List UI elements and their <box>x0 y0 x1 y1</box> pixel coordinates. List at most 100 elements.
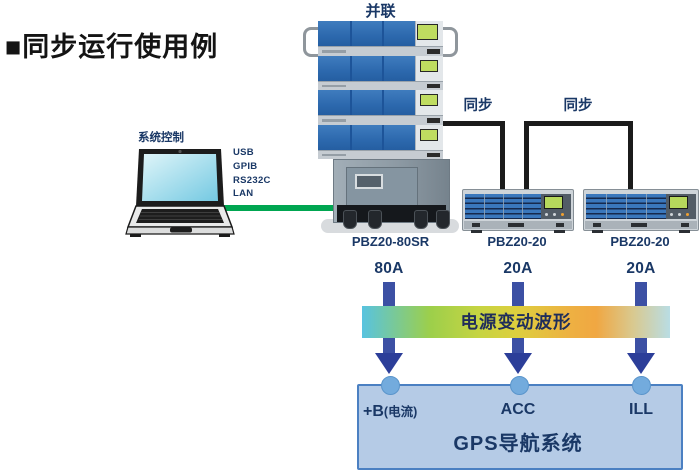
vent-stripes <box>465 194 541 219</box>
arrowhead-icon <box>627 353 655 374</box>
gps-system-box <box>357 384 683 470</box>
power-button <box>686 213 689 216</box>
stack-unit-1 <box>303 21 458 57</box>
current-label-20a-1: 20A <box>503 260 533 277</box>
front-panel <box>318 90 415 117</box>
pbz20-20-unit-2 <box>583 189 699 233</box>
lcd-screen <box>669 196 688 209</box>
handle-right <box>443 27 458 57</box>
connection-node-2 <box>510 376 529 395</box>
button <box>670 213 673 216</box>
lower-strip <box>318 46 443 56</box>
caster-wheel <box>436 210 450 229</box>
button <box>678 213 681 216</box>
interface-usb: USB <box>233 147 254 158</box>
model-label-pbz20-80sr: PBZ20-80SR <box>351 234 430 249</box>
interface-list: USB GPIB RS232C LAN <box>233 146 271 201</box>
display-panel <box>415 90 443 116</box>
connection-node-1 <box>381 376 400 395</box>
down-arrow-1 <box>383 282 395 307</box>
current-label-80a: 80A <box>374 260 404 277</box>
arrowhead-icon <box>375 353 403 374</box>
gps-input-ill: ILL <box>629 401 653 418</box>
laptop-screen <box>142 154 218 201</box>
sync-cable-2 <box>628 121 633 189</box>
caster-wheel <box>343 210 357 229</box>
display-panel <box>666 194 696 219</box>
button <box>553 213 556 216</box>
model-label-pbz20-20-1: PBZ20-20 <box>487 234 547 249</box>
lower-strip <box>585 221 697 229</box>
foot <box>592 229 603 233</box>
gps-input-acc: ACC <box>500 401 536 418</box>
down-arrow-3 <box>635 338 647 354</box>
interface-rs232c: RS232C <box>233 174 271 186</box>
model-label-pbz20-20-2: PBZ20-20 <box>610 234 670 249</box>
lower-strip <box>318 80 443 90</box>
page-title: ■同步运行使用例 <box>5 32 219 62</box>
pbz20-80sr-stack <box>303 21 458 159</box>
front-panel <box>586 194 696 219</box>
front-panel <box>318 21 415 48</box>
gps-input-b-sub: (电流) <box>383 405 418 419</box>
connection-node-3 <box>632 376 651 395</box>
parallel-label: 并联 <box>365 3 396 20</box>
sync-label-2: 同步 <box>563 98 593 114</box>
power-button <box>561 213 564 216</box>
current-label-20a-2: 20A <box>626 260 656 277</box>
display-panel <box>541 194 571 219</box>
front-panel <box>465 194 571 219</box>
down-arrow-2 <box>512 338 524 354</box>
lower-strip <box>318 115 443 125</box>
vent-stripes <box>586 194 666 219</box>
interface-gpib: GPIB <box>233 160 258 172</box>
down-arrow-3 <box>635 282 647 307</box>
sync-cable-1 <box>500 121 505 193</box>
lower-strip <box>464 221 572 229</box>
handle-left <box>303 27 318 57</box>
display-panel <box>415 21 443 47</box>
foot <box>679 229 690 233</box>
pbz20-20-unit-1 <box>462 189 574 233</box>
stack-unit-2 <box>318 55 443 90</box>
waveform-bar-label: 电源变动波形 <box>460 312 572 332</box>
cart-handle <box>355 174 383 189</box>
gps-system-title: GPS导航系统 <box>453 433 583 455</box>
display-panel <box>415 124 443 151</box>
sync-cable-2 <box>524 121 529 193</box>
webcam-icon <box>178 149 182 154</box>
foot <box>471 229 482 233</box>
display-panel <box>415 55 443 82</box>
stack-unit-3 <box>318 90 443 125</box>
laptop-illustration <box>125 149 235 237</box>
foot <box>554 229 565 233</box>
sync-cable-1 <box>441 121 505 126</box>
gps-input-b: +B(电流) <box>363 401 417 421</box>
lcd-screen <box>544 196 563 209</box>
trackpad <box>170 227 192 233</box>
waveform-bar: 电源变动波形 <box>362 306 670 338</box>
lcd-screen <box>420 128 438 141</box>
sync-label-1: 同步 <box>463 98 493 114</box>
caster-wheel <box>414 210 428 229</box>
button <box>545 213 548 216</box>
gps-input-b-main: +B <box>363 403 384 420</box>
green-lan-cable <box>205 205 339 211</box>
front-panel <box>318 124 415 152</box>
lower-strip <box>318 149 443 159</box>
down-arrow-1 <box>383 338 395 354</box>
lcd-screen <box>420 59 438 72</box>
caster-wheel <box>368 210 382 229</box>
interface-lan: LAN <box>233 188 254 200</box>
lcd-screen <box>417 24 438 40</box>
lcd-screen <box>420 94 438 106</box>
down-arrow-2 <box>512 282 524 307</box>
keyboard-rows <box>139 212 222 220</box>
arrowhead-icon <box>504 353 532 374</box>
sync-cable-2 <box>524 121 633 126</box>
laptop-foot-right <box>219 234 230 237</box>
system-control-label: 系统控制 <box>138 132 184 144</box>
laptop-foot-left <box>130 234 141 237</box>
stack-unit-4 <box>318 124 443 159</box>
